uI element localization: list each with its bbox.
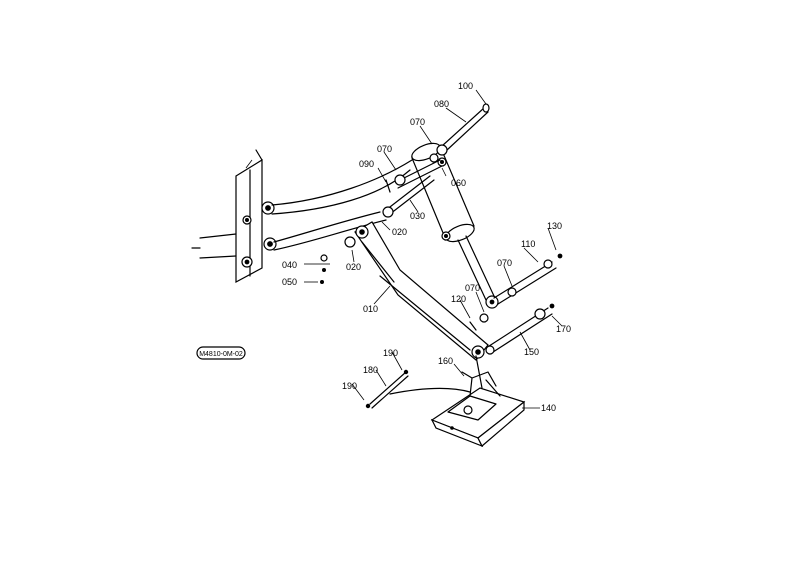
hydraulic-hoses [271, 159, 413, 251]
callout-120: 120 [451, 294, 466, 304]
callout-010: 010 [363, 304, 378, 314]
lower-pin-assembly [485, 303, 555, 355]
callout-090: 090 [359, 159, 374, 169]
callout-050: 050 [282, 277, 297, 287]
callout-040: 040 [282, 260, 297, 270]
reference-code: M4810-0M-02 [199, 351, 243, 358]
reference-badge: M4810-0M-02 [196, 346, 246, 360]
callout-060: 060 [451, 178, 466, 188]
callout-070: 070 [377, 144, 392, 154]
callout-labels: 100 080 070 070 090 060 030 020 020 040 … [282, 81, 571, 413]
callout-020: 020 [392, 227, 407, 237]
mount-bracket [430, 355, 526, 448]
left-pin-assembly [318, 236, 356, 284]
callout-190: 190 [342, 381, 357, 391]
callout-160: 160 [438, 356, 453, 366]
callout-190: 190 [383, 348, 398, 358]
callout-110: 110 [521, 239, 535, 249]
callout-020: 020 [346, 262, 361, 272]
leader-lines [304, 89, 563, 409]
callout-030: 030 [410, 211, 425, 221]
right-pin-assembly [469, 253, 563, 331]
callout-170: 170 [556, 324, 571, 334]
callout-150: 150 [524, 347, 539, 357]
callout-140: 140 [541, 403, 556, 413]
lift-arm [354, 221, 489, 361]
frame-bracket [191, 149, 277, 284]
callout-130: 130 [547, 221, 562, 231]
hydraulic-cylinder [411, 142, 499, 309]
callout-070: 070 [410, 117, 425, 127]
upper-pin-assembly [382, 103, 490, 218]
callout-080: 080 [434, 99, 449, 109]
callout-070: 070 [465, 283, 480, 293]
callout-070: 070 [497, 258, 512, 268]
callout-180: 180 [363, 365, 378, 375]
control-rod [365, 369, 471, 409]
callout-100: 100 [458, 81, 473, 91]
